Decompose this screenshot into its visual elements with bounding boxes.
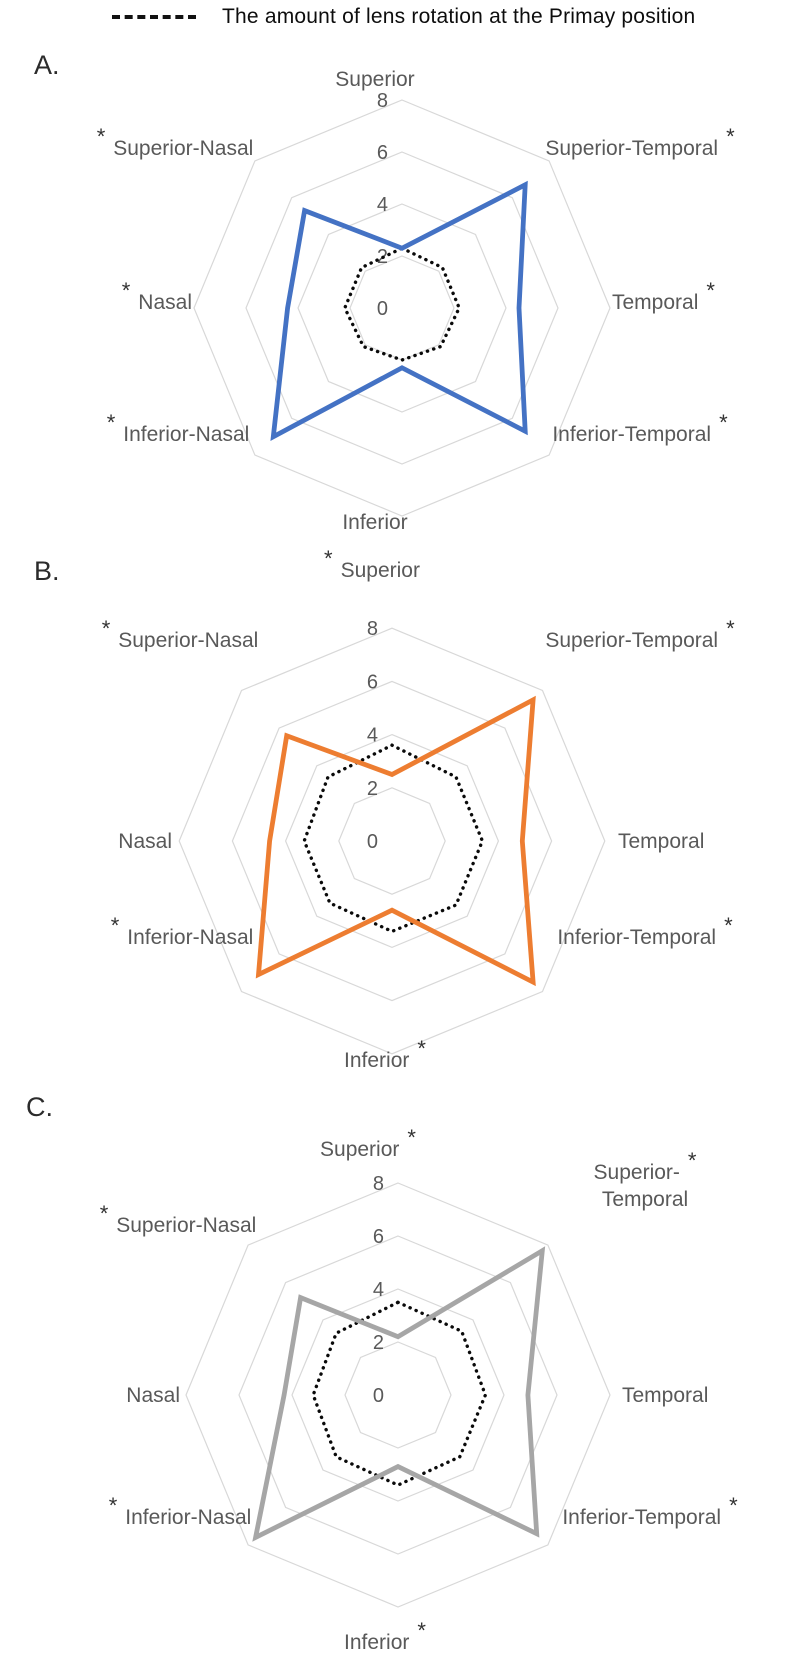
significance-asterisk: * bbox=[726, 124, 735, 149]
axis-label-superior: *Superior bbox=[324, 546, 420, 582]
radial-tick-label: 4 bbox=[373, 1279, 384, 1301]
grid-ring-6 bbox=[245, 151, 559, 465]
axis-label-inferior-temporal: Inferior-Temporal* bbox=[562, 1493, 738, 1529]
significance-asterisk: * bbox=[102, 616, 111, 641]
axis-label-temporal: Temporal bbox=[618, 830, 704, 853]
axis-label-inferior-nasal: *Inferior-Nasal bbox=[111, 913, 254, 949]
radial-tick-label: 6 bbox=[377, 142, 388, 164]
radial-tick-label: 4 bbox=[377, 194, 388, 216]
grid-ring-8 bbox=[185, 1182, 611, 1608]
axis-label-nasal: Nasal bbox=[118, 830, 172, 853]
radial-tick-label: 0 bbox=[377, 298, 388, 320]
radial-tick-label: 6 bbox=[373, 1226, 384, 1248]
grid-ring-4 bbox=[297, 203, 507, 413]
significance-asterisk: * bbox=[97, 124, 106, 149]
panel-letter-c: C. bbox=[26, 1092, 53, 1122]
axis-label-inferior: Inferior* bbox=[344, 1036, 426, 1072]
axis-label-superior-temporal: Superior-*Temporal bbox=[594, 1148, 697, 1211]
axis-label-superior: Superior* bbox=[320, 1125, 416, 1161]
radial-tick-label: 0 bbox=[373, 1385, 384, 1407]
significance-asterisk: * bbox=[100, 1201, 109, 1226]
radar-chart-a: 86420SuperiorSuperior-Temporal*Temporal*… bbox=[97, 68, 735, 534]
grid-ring-6 bbox=[238, 1235, 558, 1555]
axis-label-superior-nasal: *Superior-Nasal bbox=[97, 124, 254, 160]
significance-asterisk: * bbox=[122, 278, 131, 303]
significance-asterisk: * bbox=[111, 913, 120, 938]
grid-ring-4 bbox=[291, 1288, 505, 1502]
axis-label-superior-nasal: *Superior-Nasal bbox=[100, 1201, 257, 1237]
grid-ring-2 bbox=[338, 787, 446, 895]
panel-letter-b: B. bbox=[34, 556, 60, 586]
grid-ring-6 bbox=[231, 680, 553, 1002]
significance-asterisk: * bbox=[107, 410, 116, 435]
radial-tick-label: 2 bbox=[367, 778, 378, 800]
axis-label-temporal: Temporal* bbox=[612, 278, 715, 314]
dashed-line-icon bbox=[112, 15, 196, 19]
axis-label-inferior-nasal: *Inferior-Nasal bbox=[109, 1493, 252, 1529]
radial-tick-label: 8 bbox=[377, 90, 388, 112]
reference-dotted-series bbox=[343, 246, 461, 362]
radial-tick-label: 4 bbox=[367, 725, 378, 747]
axis-label-superior: Superior bbox=[335, 68, 414, 91]
axis-label-superior-temporal: Superior-Temporal* bbox=[545, 616, 735, 652]
significance-asterisk: * bbox=[706, 278, 715, 303]
significance-asterisk: * bbox=[726, 616, 735, 641]
legend: The amount of lens rotation at the Prima… bbox=[0, 0, 800, 34]
grid-ring-8 bbox=[193, 99, 611, 517]
significance-asterisk: * bbox=[407, 1125, 416, 1150]
axis-label-nasal: *Nasal bbox=[122, 278, 192, 314]
axis-label-inferior: Inferior bbox=[342, 511, 407, 534]
axis-label-inferior-temporal: Inferior-Temporal* bbox=[557, 913, 733, 949]
significance-asterisk: * bbox=[109, 1493, 118, 1518]
significance-asterisk: * bbox=[417, 1618, 426, 1643]
significance-asterisk: * bbox=[417, 1036, 426, 1061]
legend-label: The amount of lens rotation at the Prima… bbox=[222, 5, 696, 28]
lens-rotation-series bbox=[255, 695, 536, 987]
grid-ring-2 bbox=[349, 255, 455, 361]
axis-label-inferior-nasal: *Inferior-Nasal bbox=[107, 410, 250, 446]
axis-label-superior-nasal: *Superior-Nasal bbox=[102, 616, 259, 652]
lens-rotation-series bbox=[270, 180, 528, 441]
radial-tick-label: 8 bbox=[367, 618, 378, 640]
radar-chart-c: 8 6 4 2 0 Superior* Superior-*TemporalTemporal… bbox=[100, 1125, 738, 1654]
lens-rotation-series bbox=[252, 1246, 546, 1542]
significance-asterisk: * bbox=[729, 1493, 738, 1518]
panel-letter-a: A. bbox=[34, 50, 60, 80]
axis-label-inferior-temporal: Inferior-Temporal* bbox=[552, 410, 728, 446]
grid-ring-2 bbox=[344, 1341, 452, 1449]
significance-asterisk: * bbox=[719, 410, 728, 435]
grid-ring-4 bbox=[284, 733, 500, 949]
radial-tick-label: 2 bbox=[373, 1332, 384, 1354]
significance-asterisk: * bbox=[724, 913, 733, 938]
significance-asterisk: * bbox=[688, 1148, 697, 1173]
axis-label-nasal: Nasal bbox=[126, 1384, 180, 1407]
significance-asterisk: * bbox=[324, 546, 333, 571]
axis-label-temporal: Temporal bbox=[622, 1384, 708, 1407]
radial-tick-label: 6 bbox=[367, 671, 378, 693]
grid-ring-8 bbox=[178, 627, 606, 1055]
axis-label-inferior: Inferior* bbox=[344, 1618, 426, 1654]
axis-label-superior-temporal: Superior-Temporal* bbox=[545, 124, 735, 160]
radial-tick-label: 0 bbox=[367, 831, 378, 853]
radial-tick-label: 8 bbox=[373, 1173, 384, 1195]
reference-dotted-series bbox=[311, 1300, 488, 1487]
